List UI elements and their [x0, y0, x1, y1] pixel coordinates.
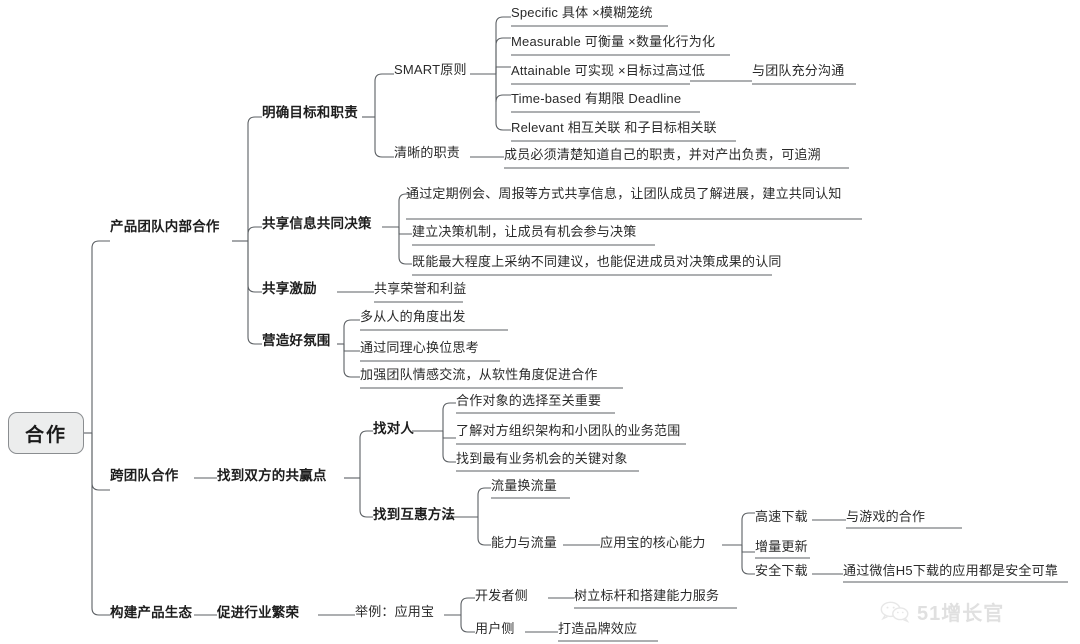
node-smart-attainable[interactable]: Attainable 可实现 ×目标过高过低: [511, 63, 706, 78]
node-smart-timebased[interactable]: Time-based 有期限 Deadline: [511, 91, 682, 106]
root-node[interactable]: 合作: [8, 412, 84, 454]
watermark: 51增长官: [880, 597, 1004, 626]
node-share-info-codecide[interactable]: 共享信息共同决策: [262, 216, 372, 231]
node-people-perspective[interactable]: 多从人的角度出发: [360, 309, 466, 324]
node-find-key-target[interactable]: 找到最有业务机会的关键对象: [456, 451, 628, 466]
node-share-info-regular-meetings[interactable]: 通过定期例会、周报等方式共享信息，让团队成员了解进展，建立共同认知: [406, 186, 842, 201]
node-brand-effect[interactable]: 打造品牌效应: [558, 621, 638, 636]
node-promote-industry-prosperity[interactable]: 促进行业繁荣: [217, 605, 300, 620]
wechat-icon: [880, 601, 910, 623]
branch-cross-team[interactable]: 跨团队合作: [110, 468, 179, 483]
node-build-good-atmosphere[interactable]: 营造好氛围: [262, 333, 331, 348]
node-benchmark-and-capability-service[interactable]: 树立标杆和搭建能力服务: [574, 588, 720, 603]
node-share-honor-benefit[interactable]: 共享荣誉和利益: [374, 281, 467, 296]
node-smart-measurable[interactable]: Measurable 可衡量 ×数量化行为化: [511, 34, 716, 49]
node-smart-principle[interactable]: SMART原则: [394, 62, 467, 77]
node-shared-incentive[interactable]: 共享激励: [262, 281, 317, 296]
node-developer-side[interactable]: 开发者侧: [475, 588, 528, 603]
node-partner-choice-critical[interactable]: 合作对象的选择至关重要: [456, 393, 602, 408]
node-user-side[interactable]: 用户侧: [475, 621, 515, 636]
node-clear-duties[interactable]: 清晰的职责: [394, 145, 461, 160]
node-game-cooperation[interactable]: 与游戏的合作: [846, 509, 926, 524]
node-communicate-with-team[interactable]: 与团队充分沟通: [752, 63, 845, 78]
node-high-speed-download[interactable]: 高速下载: [755, 509, 808, 524]
node-traffic-for-traffic[interactable]: 流量换流量: [491, 478, 558, 493]
node-incremental-update[interactable]: 增量更新: [755, 539, 808, 554]
branch-product-team-internal[interactable]: 产品团队内部合作: [110, 219, 220, 234]
node-clear-goals-responsibilities[interactable]: 明确目标和职责: [262, 105, 358, 120]
node-find-right-person[interactable]: 找对人: [373, 421, 415, 436]
node-smart-specific[interactable]: Specific 具体 ×模糊笼统: [511, 5, 653, 20]
node-clear-duties-detail[interactable]: 成员必须清楚知道自己的职责，并对产出负责，可追溯: [504, 147, 821, 162]
node-capability-and-traffic[interactable]: 能力与流量: [491, 535, 558, 550]
node-empathy-thinking[interactable]: 通过同理心换位思考: [360, 340, 479, 355]
node-emotional-exchange[interactable]: 加强团队情感交流，从软性角度促进合作: [360, 367, 598, 382]
node-understand-org-structure[interactable]: 了解对方组织架构和小团队的业务范围: [456, 423, 681, 438]
node-find-mutual-benefit[interactable]: 找到互惠方法: [373, 507, 456, 522]
node-secure-download[interactable]: 安全下载: [755, 563, 808, 578]
watermark-text: 51增长官: [917, 603, 1005, 625]
node-find-winwin-point[interactable]: 找到双方的共赢点: [217, 468, 327, 483]
node-wechat-h5-secure[interactable]: 通过微信H5下载的应用都是安全可靠: [843, 563, 1059, 578]
node-example-yingyongbao[interactable]: 举例：应用宝: [355, 604, 435, 619]
node-yingyongbao-core-capability[interactable]: 应用宝的核心能力: [600, 535, 706, 550]
node-smart-relevant[interactable]: Relevant 相互关联 和子目标相关联: [511, 120, 717, 135]
node-decision-mechanism[interactable]: 建立决策机制，让成员有机会参与决策: [412, 224, 637, 239]
node-adopt-suggestions[interactable]: 既能最大程度上采纳不同建议，也能促进成员对决策成果的认同: [412, 254, 782, 269]
branch-product-ecosystem[interactable]: 构建产品生态: [110, 605, 193, 620]
